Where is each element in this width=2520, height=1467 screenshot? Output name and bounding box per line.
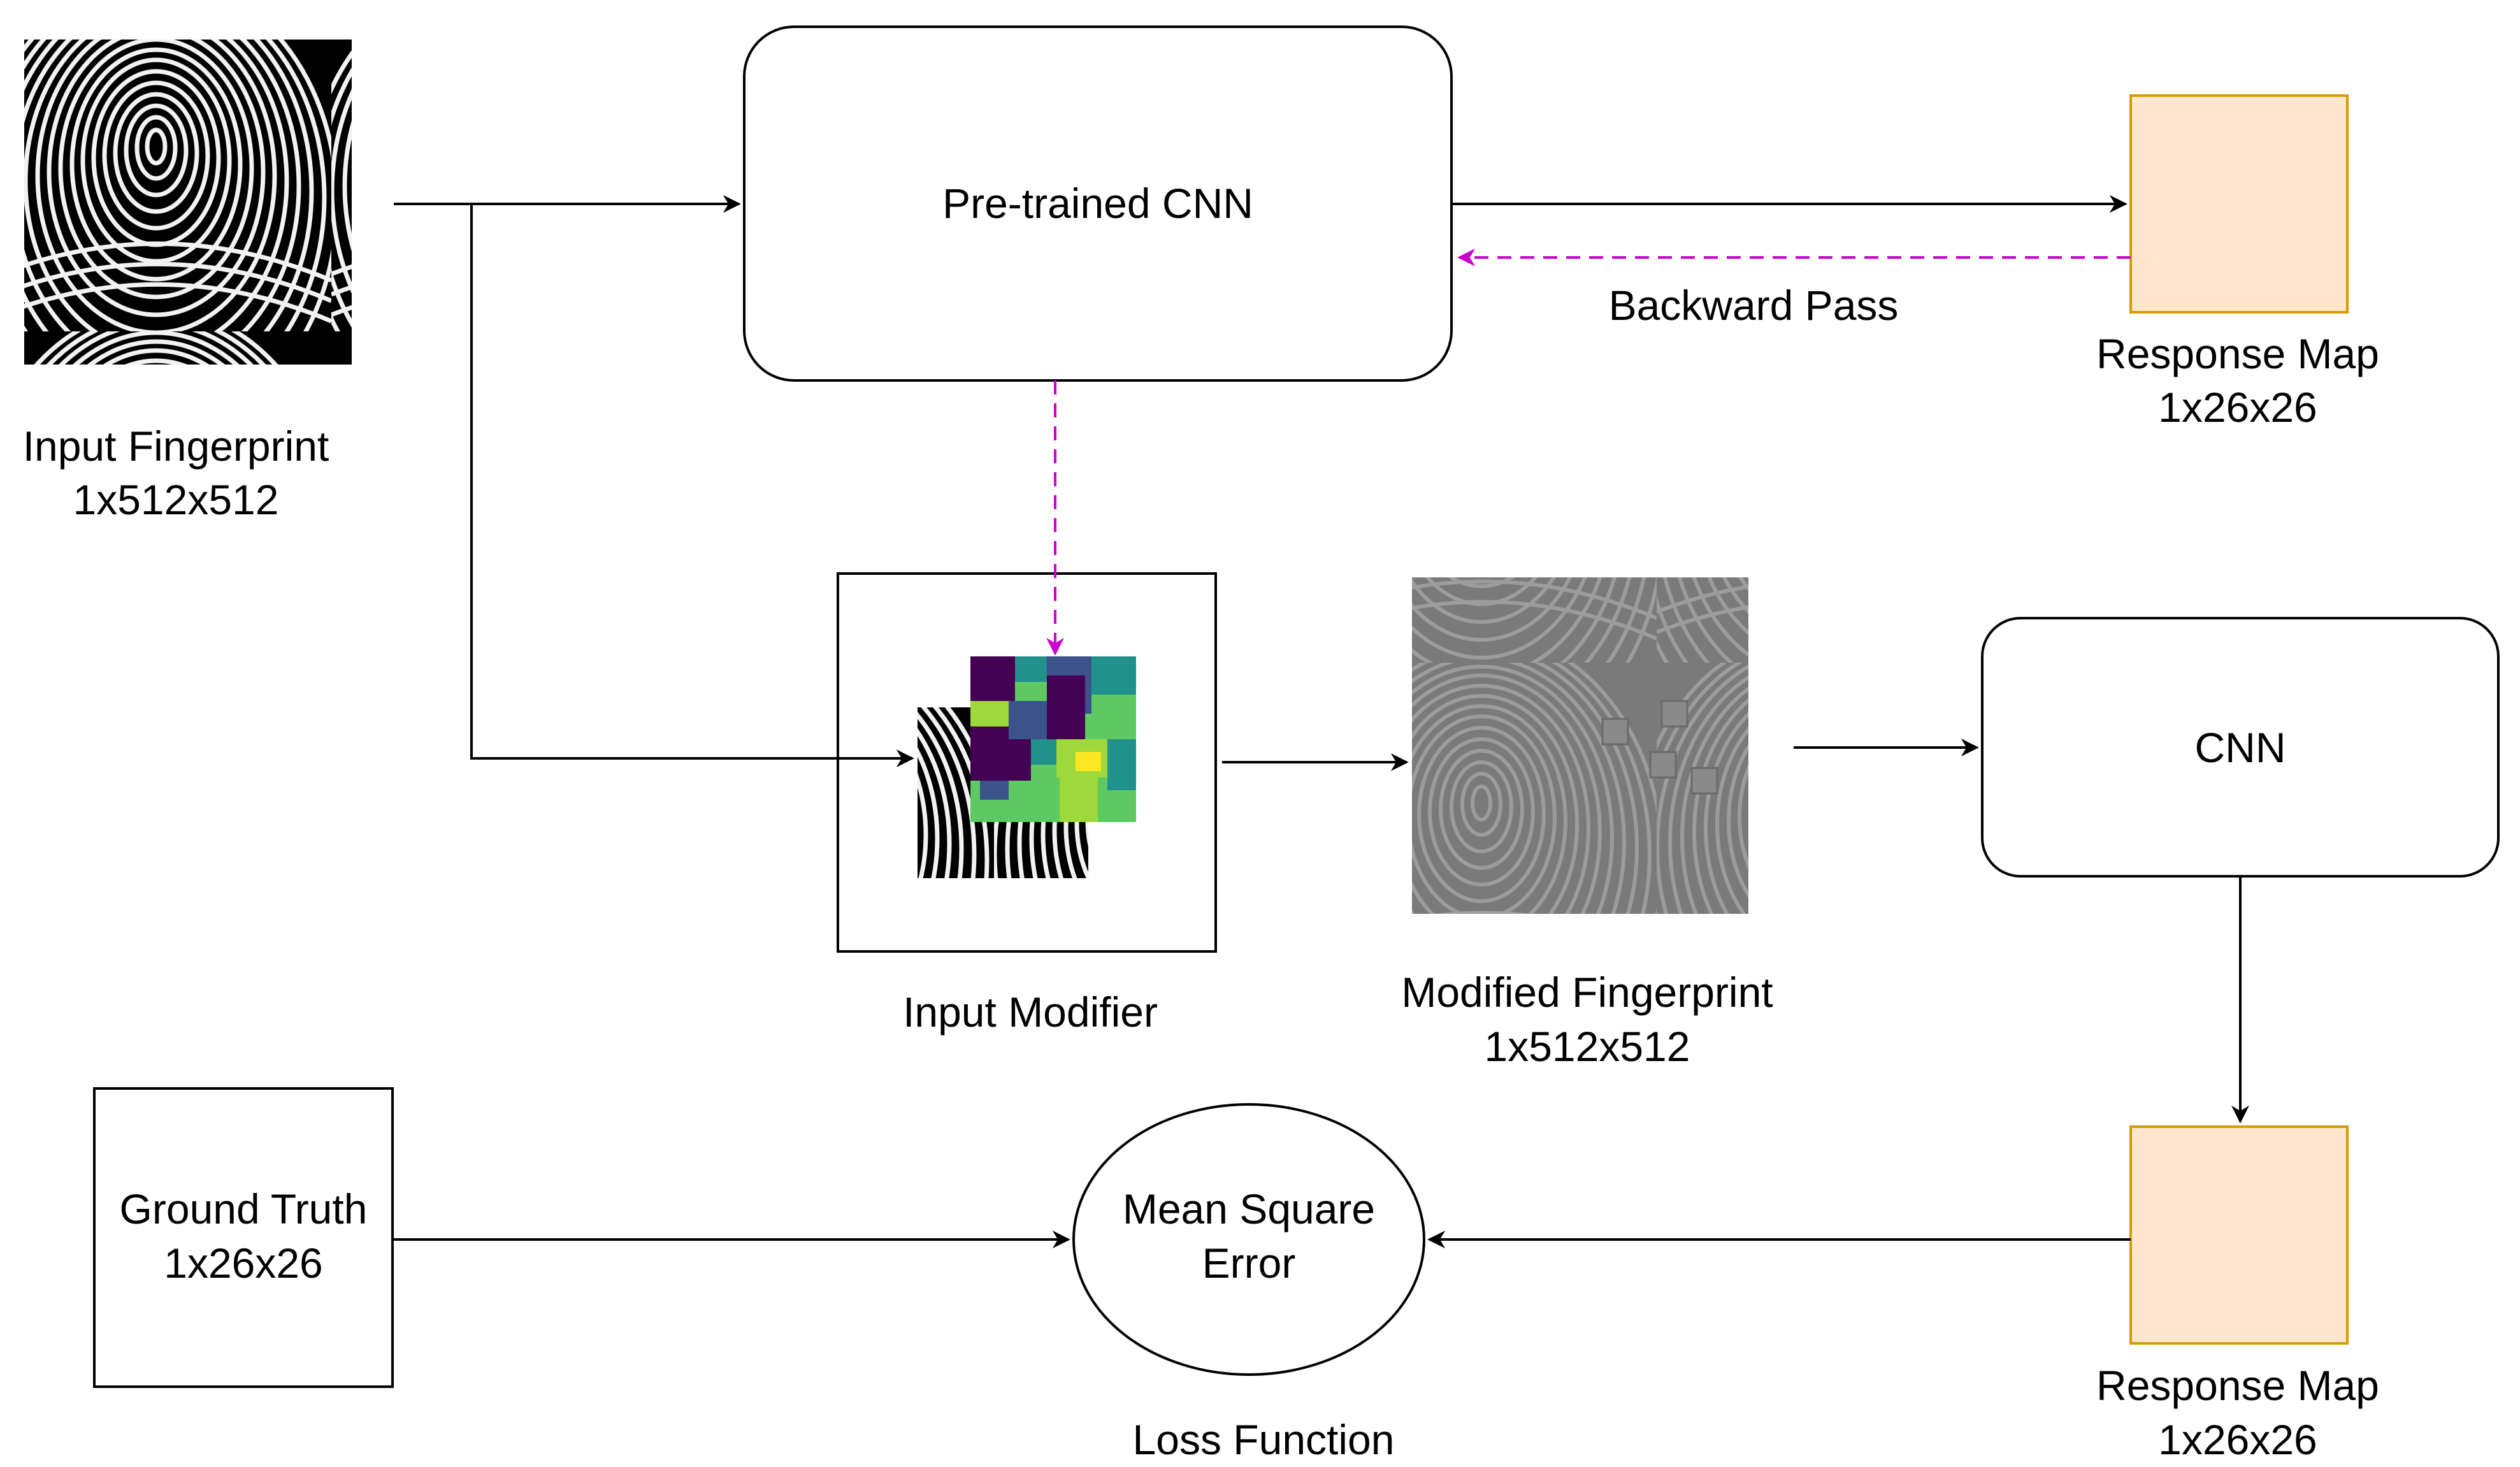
backward-pass-label: Backward Pass [1609, 282, 1899, 329]
perturbation-patch [1690, 767, 1718, 795]
response-map-top-node: Response Map 1x26x26 [2096, 94, 2379, 431]
ground-truth-node: Ground Truth 1x26x26 [93, 1087, 394, 1388]
response-map-top-dims: 1x26x26 [2158, 384, 2317, 431]
perturbation-patch [1649, 751, 1677, 779]
edge-input-to-modifier [470, 204, 914, 767]
modified-fingerprint-image [1412, 577, 1748, 914]
modified-fingerprint-node: Modified Fingerprint 1x512x512 [1401, 577, 1773, 1070]
response-map-bottom-box [2129, 1125, 2349, 1345]
modified-fingerprint-dims: 1x512x512 [1485, 1023, 1690, 1070]
ground-truth-box [93, 1087, 394, 1388]
pretrained-cnn-node: Pre-trained CNN [743, 25, 1453, 382]
input-fingerprint-image [24, 40, 352, 365]
modified-fingerprint-label: Modified Fingerprint [1401, 969, 1773, 1016]
response-map-bottom-dims: 1x26x26 [2158, 1416, 2317, 1463]
loss-node: Mean Square Error Loss Function [1072, 1103, 1425, 1463]
input-fingerprint-label: Input Fingerprint [23, 423, 329, 470]
cnn-node: CNN [1981, 617, 2500, 878]
response-map-bottom-label: Response Map [2096, 1362, 2379, 1409]
ground-truth-dims: 1x26x26 [164, 1239, 323, 1287]
perturbation-patch [1660, 700, 1688, 728]
response-map-bottom-node: Response Map 1x26x26 [2096, 1125, 2379, 1463]
loss-line2: Error [1202, 1239, 1296, 1287]
loss-ellipse [1072, 1103, 1425, 1376]
input-modifier-node: Input Modifier [837, 572, 1217, 1036]
input-fingerprint-node: Input Fingerprint 1x512x512 [23, 40, 352, 523]
viridis-heatmap [970, 656, 1136, 822]
perturbation-patch [1601, 718, 1629, 746]
ground-truth-label: Ground Truth [120, 1185, 368, 1232]
cnn-label: CNN [2195, 724, 2286, 771]
response-map-top-box [2129, 94, 2349, 314]
input-fingerprint-dims: 1x512x512 [73, 476, 279, 523]
input-modifier-label: Input Modifier [903, 988, 1158, 1036]
loss-line1: Mean Square [1123, 1185, 1375, 1232]
pretrained-cnn-label: Pre-trained CNN [942, 180, 1253, 227]
response-map-top-label: Response Map [2096, 330, 2379, 377]
loss-caption: Loss Function [1133, 1416, 1395, 1463]
